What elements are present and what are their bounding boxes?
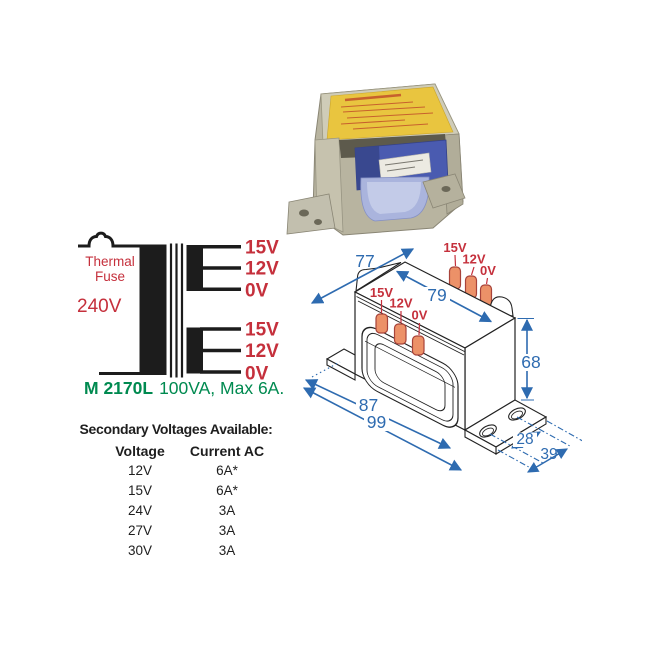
dimension-drawing: 77 79 68 87 99 28 39 15V 12V 0V 15V 12V … bbox=[302, 240, 582, 473]
photo-white-sticker bbox=[378, 152, 432, 180]
front-terminals bbox=[375, 313, 425, 356]
tap-label-bot-12v: 12V bbox=[245, 341, 279, 362]
rear-tap-0v: 0V bbox=[480, 263, 496, 278]
transformer-schematic: Thermal Fuse 240V 15V 12V 0V 15V 12V 0V bbox=[77, 231, 279, 385]
secondary-winding-top bbox=[186, 245, 203, 291]
tap-label-bot-15v: 15V bbox=[245, 320, 279, 341]
rear-tap-12v: 12V bbox=[462, 252, 485, 267]
transformer-photo bbox=[286, 83, 466, 236]
thermal-fuse-label-1: Thermal bbox=[85, 254, 135, 269]
secondary-winding-bottom bbox=[186, 327, 203, 374]
front-tap-0v: 0V bbox=[412, 308, 428, 323]
thermal-fuse-label-2: Fuse bbox=[95, 269, 125, 284]
core-lines bbox=[169, 243, 184, 378]
table-row: 27V 3A bbox=[127, 523, 236, 538]
primary-winding bbox=[139, 244, 167, 375]
table-row: 12V 6A* bbox=[127, 463, 238, 478]
table-title: Secondary Voltages Available: bbox=[79, 421, 273, 437]
front-tap-15v: 15V bbox=[370, 285, 393, 300]
thermal-fuse-symbol bbox=[78, 231, 140, 248]
dim-body-top: 79 bbox=[427, 285, 446, 305]
dim-foot-depth: 39 bbox=[540, 446, 557, 463]
model-number: M 2170L bbox=[84, 378, 154, 398]
dim-overall-length: 99 bbox=[367, 412, 386, 432]
dim-body-length: 87 bbox=[359, 395, 378, 415]
table-row: 15V 6A* bbox=[127, 483, 238, 498]
front-tap-12v: 12V bbox=[389, 296, 412, 311]
dim-depth: 77 bbox=[355, 251, 374, 271]
photo-yellow-label bbox=[326, 86, 454, 141]
dim-height: 68 bbox=[521, 352, 540, 372]
table-row: 30V 3A bbox=[127, 543, 236, 558]
photo-left-foot bbox=[286, 193, 336, 235]
primary-voltage-label: 240V bbox=[77, 296, 122, 317]
col-header-voltage: Voltage bbox=[115, 443, 165, 459]
tap-label-top-12v: 12V bbox=[245, 259, 279, 280]
tap-label-bot-0v: 0V bbox=[245, 364, 269, 385]
table-row: 24V 3A bbox=[127, 503, 236, 518]
tap-label-top-0v: 0V bbox=[245, 281, 269, 302]
secondary-voltages-table: Secondary Voltages Available: Voltage Cu… bbox=[75, 421, 277, 563]
dim-hole-spacing: 28 bbox=[516, 431, 533, 448]
photo-label-print bbox=[340, 93, 434, 130]
table-header-row: Voltage Current AC bbox=[75, 443, 277, 463]
tap-label-top-15v: 15V bbox=[245, 238, 279, 259]
rating-text: 100VA, Max 6A. bbox=[159, 378, 285, 398]
rear-tap-15v: 15V bbox=[443, 240, 466, 255]
col-header-current: Current AC bbox=[189, 443, 265, 459]
